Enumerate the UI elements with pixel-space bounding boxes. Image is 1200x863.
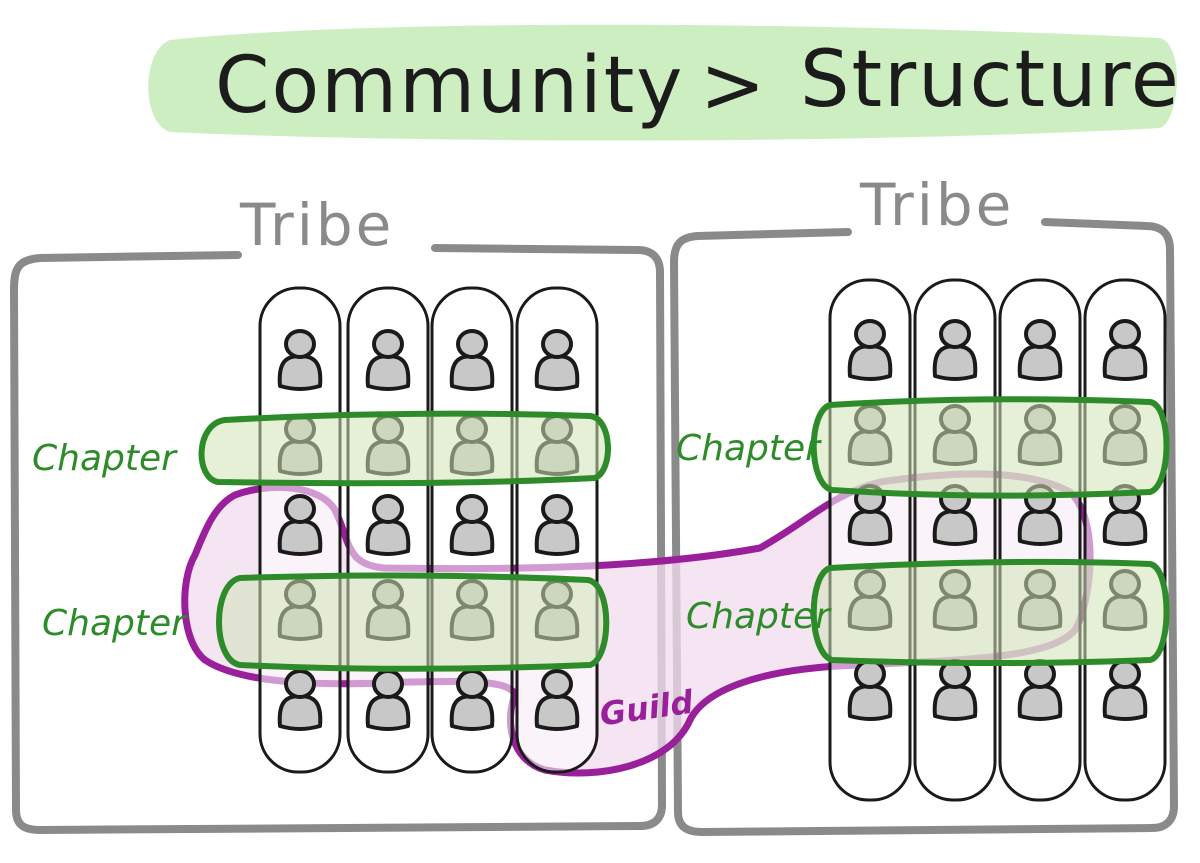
tribe-box-left [10,244,666,834]
chapter-band-right-top [810,396,1170,499]
person-icon [932,319,978,381]
squad-column [258,286,342,774]
squad-column [998,278,1082,802]
chapter-band-left-top [198,410,611,487]
person-icon [534,494,580,556]
squad-column [346,286,430,774]
person-icon [932,659,978,721]
title-right: Structure [800,35,1181,125]
person-icon [534,329,580,391]
tribe-box-right [670,218,1178,836]
squad-column [515,286,599,774]
person-icon [277,494,323,556]
person-icon [277,669,323,731]
chapter-label-left-top: Chapter [32,438,178,479]
chapter-label-left-bottom: Chapter [42,603,188,644]
person-icon [365,329,411,391]
chapter-band-left-bottom [216,572,610,672]
tribe-label-right: Tribe [859,171,1014,239]
chapter-label-right-bottom: Chapter [686,596,832,637]
person-icon [365,494,411,556]
person-icon [277,329,323,391]
squad-column [1083,278,1167,802]
person-icon [449,329,495,391]
tribe-label-left: Tribe [239,191,394,259]
person-icon [449,494,495,556]
person-icon [1017,659,1063,721]
person-icon [534,669,580,731]
person-icon [847,659,893,721]
person-icon [1017,319,1063,381]
title-highlight [148,24,1177,141]
person-icon [847,319,893,381]
squads-layer [258,278,1167,802]
squad-column [828,278,912,802]
person-icon [365,669,411,731]
squad-column [913,278,997,802]
person-icon [1102,319,1148,381]
chapter-band-right-bottom [810,558,1170,666]
chapter-label-right-top: Chapter [676,428,822,469]
title-left: Community [215,41,684,131]
squad-column [430,286,514,774]
person-icon [1102,659,1148,721]
title-separator: > [700,41,767,131]
person-icon [449,669,495,731]
